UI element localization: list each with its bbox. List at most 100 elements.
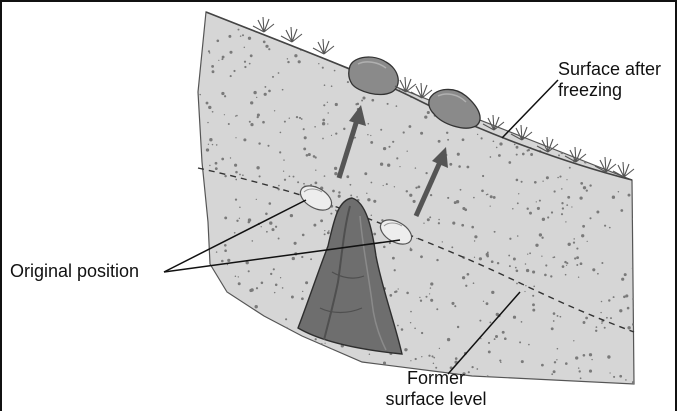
soil-speckle	[274, 110, 275, 111]
soil-speckle	[256, 287, 258, 289]
soil-speckle	[204, 325, 205, 326]
soil-speckle	[410, 322, 411, 323]
soil-speckle	[298, 44, 301, 47]
soil-speckle	[537, 207, 540, 210]
soil-speckle	[386, 183, 388, 185]
soil-speckle	[527, 253, 528, 254]
soil-speckle	[539, 200, 541, 202]
soil-speckle	[322, 138, 324, 140]
soil-speckle	[578, 277, 579, 278]
soil-speckle	[619, 309, 622, 312]
soil-speckle	[294, 242, 297, 245]
soil-speckle	[280, 132, 282, 134]
soil-speckle	[533, 13, 535, 15]
soil-speckle	[216, 251, 217, 252]
soil-speckle	[350, 194, 352, 196]
soil-speckle	[622, 54, 625, 57]
soil-speckle	[195, 163, 197, 165]
soil-speckle	[198, 125, 200, 127]
soil-speckle	[414, 327, 416, 329]
soil-speckle	[595, 115, 598, 118]
surface-after-freezing-label: Surface after freezing	[558, 59, 661, 101]
soil-speckle	[192, 371, 193, 372]
soil-speckle	[217, 325, 219, 327]
soil-speckle	[476, 61, 479, 64]
soil-speckle	[557, 348, 559, 350]
soil-speckle	[349, 184, 351, 186]
soil-speckle	[509, 238, 511, 240]
soil-speckle	[553, 370, 556, 373]
soil-speckle	[212, 111, 214, 113]
soil-speckle	[468, 68, 471, 71]
soil-speckle	[224, 340, 227, 343]
soil-speckle	[573, 242, 575, 244]
soil-speckle	[599, 24, 602, 27]
soil-speckle	[227, 259, 230, 262]
soil-speckle	[471, 226, 474, 229]
soil-speckle	[496, 89, 497, 90]
soil-speckle	[271, 349, 273, 351]
soil-speckle	[518, 42, 520, 44]
soil-speckle	[516, 146, 519, 149]
soil-speckle	[489, 321, 491, 323]
soil-speckle	[619, 375, 622, 378]
soil-speckle	[418, 37, 420, 39]
soil-speckle	[322, 119, 325, 122]
former-surface-line2: surface level	[376, 389, 496, 410]
soil-speckle	[242, 34, 244, 36]
soil-speckle	[206, 148, 209, 151]
soil-speckle	[360, 53, 361, 54]
soil-speckle	[514, 78, 516, 80]
soil-speckle	[525, 93, 528, 96]
soil-speckle	[566, 179, 567, 180]
soil-speckle	[444, 9, 446, 11]
soil-speckle	[550, 275, 552, 277]
soil-speckle	[618, 161, 621, 164]
soil-speckle	[465, 285, 467, 287]
soil-speckle	[280, 277, 281, 278]
soil-speckle	[404, 348, 407, 351]
soil-speckle	[513, 258, 516, 261]
soil-speckle	[239, 218, 240, 219]
soil-speckle	[244, 47, 245, 48]
soil-speckle	[597, 273, 599, 275]
soil-speckle	[324, 230, 325, 231]
soil-speckle	[636, 204, 637, 205]
soil-speckle	[595, 135, 598, 138]
soil-speckle	[259, 346, 261, 348]
soil-speckle	[499, 142, 502, 145]
soil-speckle	[383, 31, 386, 34]
soil-speckle	[430, 287, 431, 288]
soil-speckle	[218, 60, 219, 61]
soil-speckle	[625, 55, 628, 58]
soil-speckle	[481, 137, 483, 139]
soil-speckle	[497, 262, 499, 264]
soil-speckle	[545, 264, 547, 266]
soil-speckle	[233, 70, 235, 72]
soil-speckle	[491, 260, 494, 263]
soil-speckle	[432, 35, 434, 37]
soil-speckle	[559, 176, 561, 178]
soil-speckle	[601, 301, 603, 303]
soil-speckle	[239, 206, 241, 208]
soil-speckle	[310, 378, 313, 381]
soil-speckle	[493, 140, 495, 142]
soil-speckle	[338, 191, 340, 193]
soil-speckle	[488, 350, 491, 353]
soil-speckle	[287, 58, 288, 59]
soil-speckle	[391, 34, 393, 36]
soil-speckle	[256, 166, 259, 169]
soil-speckle	[480, 58, 482, 60]
soil-speckle	[224, 244, 227, 247]
soil-speckle	[524, 66, 525, 67]
soil-speckle	[198, 37, 201, 40]
soil-speckle	[415, 358, 417, 360]
soil-speckle	[198, 354, 200, 356]
soil-speckle	[565, 221, 566, 222]
soil-speckle	[479, 320, 481, 322]
soil-speckle	[224, 249, 227, 252]
soil-speckle	[367, 134, 368, 135]
soil-speckle	[249, 121, 251, 123]
soil-speckle	[436, 259, 438, 261]
